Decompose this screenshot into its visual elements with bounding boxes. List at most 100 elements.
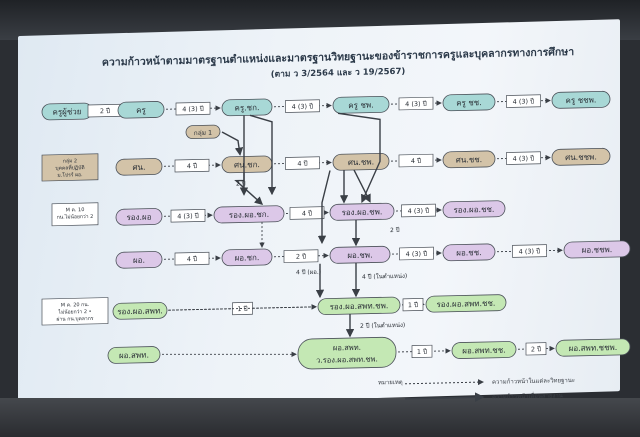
svg-text:ผอ.สพท.: ผอ.สพท.: [119, 351, 149, 361]
row2-lead-box: กลุ่ม 2บุคคลที่ปฏิบัติม.โปรร์ ผอ.: [41, 153, 99, 182]
row3-duration-1: 4 (3) ปี: [170, 208, 206, 223]
svg-text:2 ปี: 2 ปี: [296, 253, 306, 261]
svg-text:บุคคลที่ปฏิบัติ: บุคคลที่ปฏิบัติ: [55, 164, 84, 172]
row6-node-3: ผอ.สพท.ชชพ.: [555, 338, 631, 357]
row4-node-5: ผอ.ชชพ.: [563, 240, 631, 259]
svg-text:ผอ.สพท.: ผอ.สพท.: [333, 343, 361, 353]
svg-text:รอง.ผอ.สพท.ชช.: รอง.ผอ.สพท.ชช.: [437, 299, 496, 309]
solid-arrow-2: [249, 114, 277, 196]
legend-solid-line: [405, 392, 485, 403]
row1-group1-node: กลุ่ม 1: [185, 124, 221, 140]
row3-node-1: รอง.ผอ: [115, 208, 163, 226]
svg-text:4 (3) ปี: 4 (3) ปี: [408, 207, 430, 215]
svg-text:4 (3) ปี: 4 (3) ปี: [177, 212, 199, 220]
solid-arrow-6: [337, 112, 381, 204]
row5-drop-label: 2 ปี (ในตำแหน่ง): [360, 321, 405, 330]
legend-dotted-line: [405, 379, 484, 386]
row2-drop-label: 2 ปี: [236, 179, 246, 187]
row6-arrow-0: [161, 351, 297, 357]
svg-text:กลุ่ม 1: กลุ่ม 1: [194, 129, 212, 137]
svg-text:รอง.ผอ.สพท.ชพ.: รอง.ผอ.สพท.ชพ.: [330, 301, 389, 311]
svg-text:ศน.ชช.: ศน.ชช.: [456, 155, 482, 165]
svg-text:รอง.ผอ.ชก.: รอง.ผอ.ชก.: [229, 210, 269, 220]
svg-text:รอง.ผอ.ชพ.: รอง.ผอ.ชพ.: [342, 207, 383, 217]
row4-node-2: ผอ.ชก.: [221, 248, 273, 267]
row2-duration-3: 4 ปี: [398, 153, 434, 168]
svg-text:ว.รอง.ผอ.สพท.ชพ.: ว.รอง.ผอ.สพท.ชพ.: [316, 354, 378, 364]
row1-duration-5: 4 (3) ปี: [506, 94, 541, 108]
svg-text:1 ปี: 1 ปี: [237, 305, 247, 313]
svg-text:4 (3) ปี: 4 (3) ปี: [519, 247, 541, 255]
svg-text:4 (3) ปี: 4 (3) ปี: [182, 105, 204, 113]
row5-node-1: รอง.ผอ.สพท.: [112, 301, 168, 320]
svg-text:ครู.ชก.: ครู.ชก.: [234, 103, 259, 114]
svg-text:2 ปี: 2 ปี: [100, 107, 110, 115]
svg-text:M ค. 20 กน.: M ค. 20 กน.: [61, 302, 90, 309]
svg-text:4 ปี: 4 ปี: [411, 157, 421, 165]
row2-node-3: ศน.ชพ.: [332, 152, 390, 171]
diagram-title: ความก้าวหน้าตามมาตรฐานตำแหน่งและมาตรฐานว…: [102, 45, 574, 70]
svg-text:4 (3) ปี: 4 (3) ปี: [513, 154, 535, 162]
row4-node-1: ผอ.: [115, 251, 163, 269]
svg-text:ผ่าน กน.บุคลากร: ผ่าน กน.บุคลากร: [57, 316, 94, 323]
row1-duration-1: 2 ปี: [87, 103, 123, 118]
row5-entry-arrow: [168, 304, 317, 311]
row3-drop-label: 2 ปี: [390, 226, 400, 234]
svg-text:รอง.ผอ: รอง.ผอ: [126, 213, 151, 223]
svg-text:1 ปี: 1 ปี: [417, 348, 427, 356]
svg-text:ผอ.ชก.: ผอ.ชก.: [235, 253, 260, 263]
svg-text:รอง.ผอ.สพท.: รอง.ผอ.สพท.: [117, 306, 163, 316]
row5-node-3: รอง.ผอ.สพท.ชช.: [425, 294, 507, 313]
row6-big-node: ผอ.สพท.ว.รอง.ผอ.สพท.ชพ.: [297, 336, 397, 370]
row3-node-3: รอง.ผอ.ชพ.: [329, 202, 395, 221]
row1-node-6: ครู ชชพ.: [551, 90, 611, 109]
row6-duration-1: 1 ปี: [411, 344, 433, 359]
diagram-subtitle: (ตาม ว 3/2564 และ ว 19/2567): [271, 67, 406, 80]
row2-duration-4: 4 (3) ปี: [506, 151, 541, 165]
row4-note-2: 4 ปี (ในตำแหน่ง): [362, 272, 407, 281]
svg-text:4 (3) ปี: 4 (3) ปี: [292, 102, 314, 110]
svg-text:M ค. 10: M ค. 10: [66, 207, 85, 213]
row4-note-1: 4 ปี (ผอ.): [296, 268, 321, 277]
svg-text:ครู: ครู: [136, 106, 146, 116]
row4-duration-2: 2 ปี: [283, 249, 319, 263]
svg-text:4 ปี: 4 ปี: [187, 255, 197, 263]
row1-arrow-2: [166, 105, 221, 111]
svg-text:ผอ.สพท.ชชพ.: ผอ.สพท.ชชพ.: [569, 343, 618, 353]
svg-text:ศน.ชพ.: ศน.ชพ.: [348, 158, 374, 168]
row2-duration-2: 4 ปี: [285, 156, 320, 170]
row6-duration-2: 2 ปี: [525, 342, 547, 356]
row3-node-2: รอง.ผอ.ชก.: [213, 205, 285, 224]
legend-heading: หมายเหตุ: [378, 379, 403, 387]
svg-text:ครู ชพ.: ครู ชพ.: [348, 101, 373, 112]
svg-text:ไม่น้อยกว่า 2 •: ไม่น้อยกว่า 2 •: [57, 308, 91, 316]
svg-text:ครู ชช.: ครู ชช.: [456, 98, 482, 109]
solid-arrow-3: [221, 131, 244, 156]
svg-text:1 ปี: 1 ปี: [408, 301, 418, 309]
svg-text:กน.ไม่น้อยกว่า 2: กน.ไม่น้อยกว่า 2: [57, 213, 94, 221]
svg-text:ผอ.: ผอ.: [133, 256, 145, 265]
row2-node-4: ศน.ชช.: [442, 150, 496, 169]
row4-duration-3: 4 (3) ปี: [399, 246, 434, 261]
solid-arrow-8: [317, 170, 331, 245]
solid-arrow-7: [234, 172, 264, 205]
svg-text:ครู ชชพ.: ครู ชชพ.: [566, 95, 597, 106]
legend-dotted-text: ความก้าวหน้าในแต่ละวิทยฐานะ: [492, 376, 575, 386]
row5-lead-box: M ค. 20 กน.ไม่น้อยกว่า 2 •ผ่าน กน.บุคลาก…: [41, 297, 109, 326]
svg-text:4 ปี: 4 ปี: [297, 160, 307, 168]
svg-text:ผอ.สพท.ชช.: ผอ.สพท.ชช.: [462, 346, 505, 356]
svg-text:4 (3) ปี: 4 (3) ปี: [406, 250, 428, 258]
row4-node-4: ผอ.ชช.: [442, 243, 496, 262]
row2-duration-1: 4 ปี: [174, 158, 210, 173]
svg-text:ศน.ชชพ.: ศน.ชชพ.: [565, 152, 597, 162]
row4-duration-1: 4 ปี: [174, 251, 210, 266]
row1-node-1: ครูผู้ช่วย: [41, 102, 93, 121]
solid-arrow-5: [353, 169, 371, 203]
row2-node-2: ศน.ชก.: [221, 155, 273, 174]
svg-text:ผอ.ชชพ.: ผอ.ชชพ.: [582, 245, 613, 255]
svg-text:ม.โปรร์ ผอ.: ม.โปรร์ ผอ.: [57, 171, 83, 179]
row2-node-5: ศน.ชชพ.: [551, 147, 611, 166]
svg-text:4 ปี: 4 ปี: [187, 162, 197, 170]
